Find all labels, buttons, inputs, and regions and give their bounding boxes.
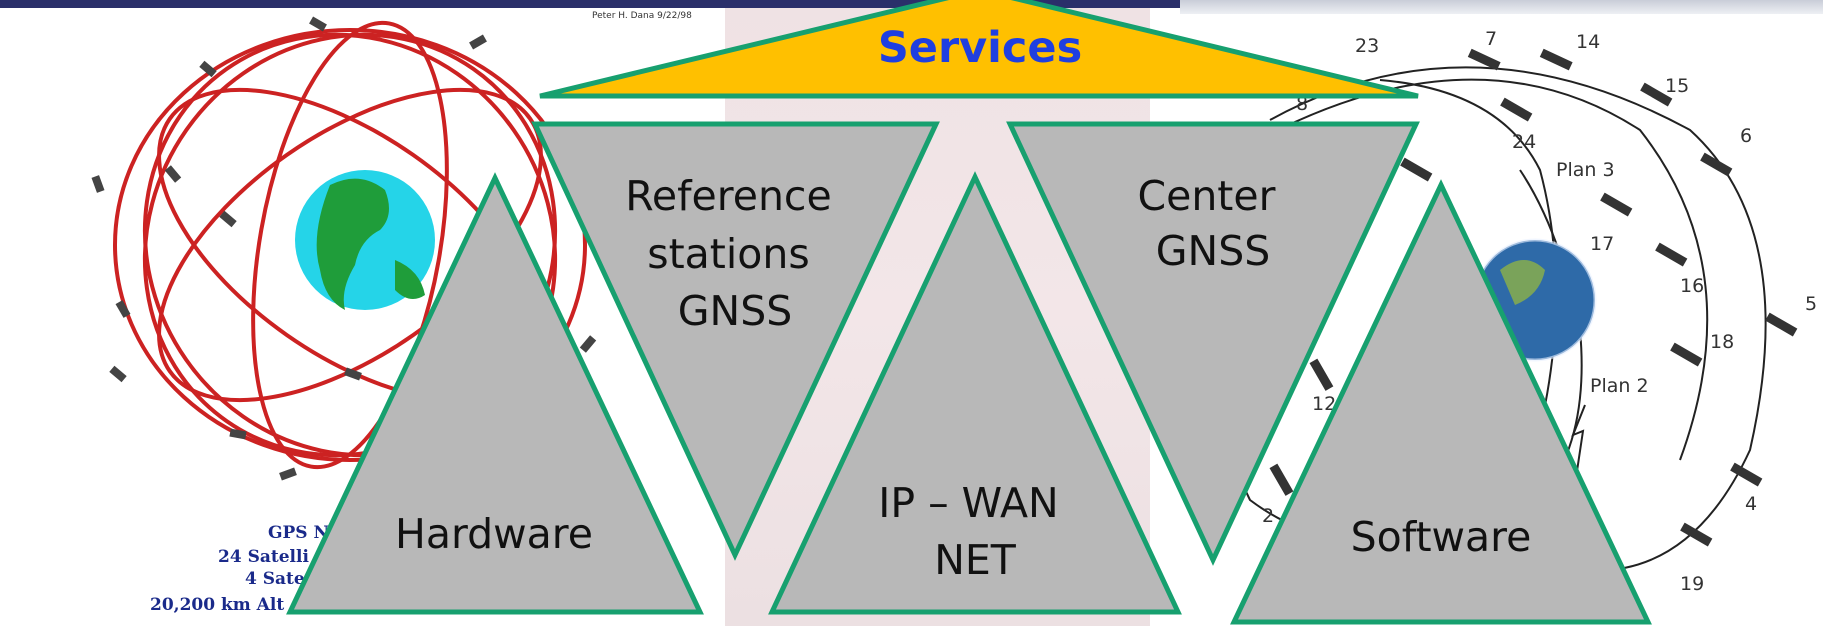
reference-stations-line: GNSS xyxy=(678,287,793,335)
satellite-icon xyxy=(109,365,127,383)
ip-wan-net-label: IP – WAN NET xyxy=(878,479,1071,584)
satellite-icon xyxy=(1670,342,1703,367)
satellite-number: 17 xyxy=(1590,233,1614,255)
plan-label: Plan 2 xyxy=(1590,375,1649,397)
satellite-icon xyxy=(1539,48,1573,71)
satellite-icon xyxy=(1680,522,1713,547)
hardware-triangle xyxy=(286,172,704,615)
software-triangle xyxy=(1230,179,1652,625)
center-gnss-label: Center GNSS xyxy=(1137,172,1288,275)
hardware-label: Hardware xyxy=(395,510,593,558)
satellite-icon xyxy=(309,16,327,32)
satellite-icon xyxy=(229,428,247,440)
satellite-number-labels: 23 7 14 15 6 24 17 16 18 5 4 19 12 2 8 P… xyxy=(1262,28,1817,595)
ip-wan-net-triangle xyxy=(768,171,1182,615)
satellite-icon xyxy=(579,335,597,353)
satellite-number: 2 xyxy=(1262,505,1274,527)
orbit-ring xyxy=(113,28,587,462)
satellite-markers xyxy=(91,16,597,481)
gnss-network-diagram: Services Reference stations GNSS Center … xyxy=(286,0,1652,625)
reference-stations-triangle xyxy=(531,121,940,561)
center-gnss-line: GNSS xyxy=(1156,227,1271,275)
satellite-number: 14 xyxy=(1576,31,1600,53)
satellite-icon xyxy=(199,60,217,78)
satellite-icon xyxy=(469,34,487,50)
plan-label: Plan 3 xyxy=(1556,159,1615,181)
satellite-icon xyxy=(1269,463,1294,496)
orbit-ring xyxy=(157,87,543,403)
caption-line: 20,200 km Alt xyxy=(150,595,284,615)
services-triangle xyxy=(539,0,1419,99)
satellite-number: 16 xyxy=(1680,275,1704,297)
services-label: Services xyxy=(878,23,1082,73)
satellite-icon xyxy=(1467,48,1501,71)
satellite-icon xyxy=(1700,152,1733,177)
satellite-number: 6 xyxy=(1740,125,1752,147)
satellite-number: 4 xyxy=(1745,493,1757,515)
satellite-number: 12 xyxy=(1312,393,1336,415)
satellite-icon xyxy=(344,367,362,381)
ip-wan-net-line: IP – WAN xyxy=(878,479,1058,527)
top-decor-band-right xyxy=(1180,0,1823,14)
satellite-icon xyxy=(1765,312,1798,337)
satellite-icon xyxy=(1400,157,1433,182)
satellite-icon xyxy=(1600,192,1633,217)
reference-stations-label: Reference stations GNSS xyxy=(625,172,845,335)
center-gnss-line: Center xyxy=(1137,172,1275,220)
satellite-number: 5 xyxy=(1805,293,1817,315)
reference-stations-line: Reference xyxy=(625,172,831,220)
satellite-number: 23 xyxy=(1355,35,1379,57)
caption-line: 4 Sate xyxy=(245,569,305,589)
satellite-icon xyxy=(115,300,131,318)
plan-arrow xyxy=(1571,404,1586,472)
satellite-icon xyxy=(1655,242,1688,267)
orbit-ring xyxy=(251,20,449,470)
earth-globe-icon xyxy=(295,170,435,310)
software-label: Software xyxy=(1351,513,1532,561)
ip-wan-net-line: NET xyxy=(934,536,1017,584)
reference-stations-line: stations xyxy=(647,230,809,278)
center-gnss-triangle xyxy=(1006,121,1420,566)
satellite-icon xyxy=(1730,462,1763,487)
satellite-number: 24 xyxy=(1512,131,1536,153)
satellite-icon xyxy=(1640,82,1673,107)
satellite-icon xyxy=(164,165,182,183)
satellite-number: 19 xyxy=(1680,573,1704,595)
satellite-markers-right xyxy=(1269,48,1798,547)
satellite-number: 18 xyxy=(1710,331,1734,353)
satellite-icon xyxy=(91,175,105,193)
caption-line: 24 Satelli xyxy=(218,547,309,567)
satellite-icon xyxy=(1309,358,1334,391)
satellite-number: 15 xyxy=(1665,75,1689,97)
satellite-icon xyxy=(1500,97,1533,122)
satellite-icon xyxy=(279,467,297,481)
figure-credit: Peter H. Dana 9/22/98 xyxy=(592,11,692,21)
satellite-number: 7 xyxy=(1485,28,1497,50)
satellite-icon xyxy=(219,210,237,228)
